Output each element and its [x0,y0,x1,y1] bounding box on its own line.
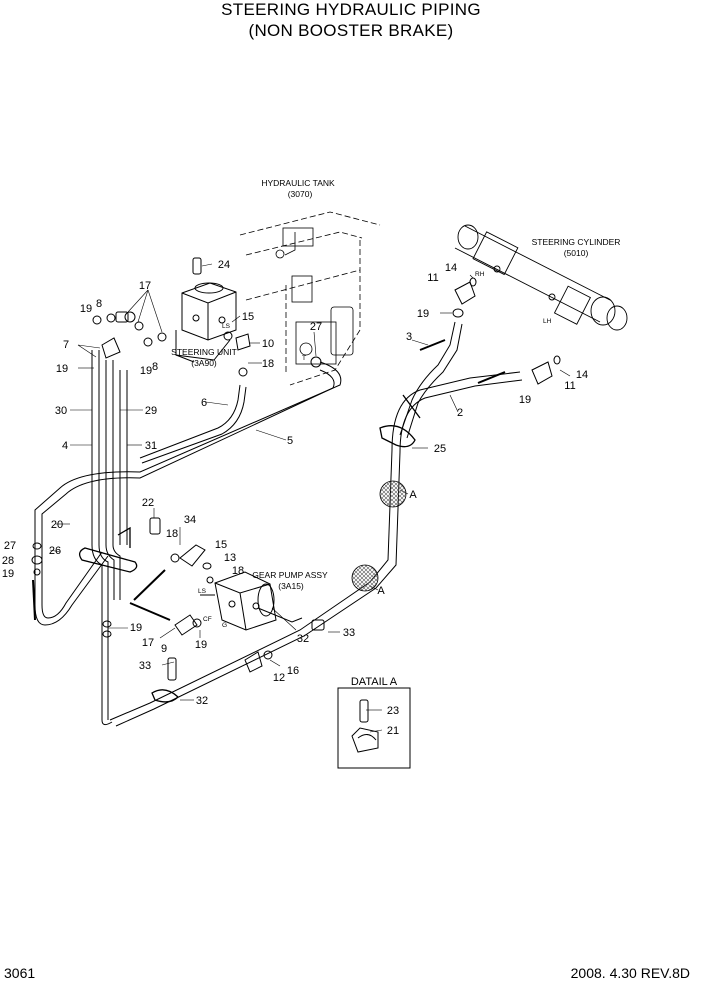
port-t: T [302,355,306,362]
gear-pump [200,571,303,631]
hydraulic-tank [239,211,381,386]
callout-20: 20 [51,519,63,531]
detail-a-title: DATAIL A [351,676,398,688]
callout-30: 30 [55,405,67,417]
callout-17: 17 [139,280,151,292]
callout-34: 34 [184,514,196,526]
callout-22: 22 [142,497,154,509]
clamps [78,394,421,703]
callout-a: A [377,585,385,597]
callout-27: 27 [4,540,16,552]
pipe-6 [139,384,241,459]
callout-32: 32 [196,695,208,707]
callout-23: 23 [387,705,399,717]
callout-19: 19 [195,639,207,651]
revision-date: 2008. 4.30 REV.8D [570,965,690,981]
callout-31: 31 [145,440,157,452]
port-cf: CF [203,616,212,623]
steering-cylinder [454,224,628,331]
detail-a-marker-upper [379,480,407,508]
callout-8: 8 [96,298,102,310]
callout-15: 15 [215,539,227,551]
callout-14: 14 [576,369,588,381]
callout-26: 26 [49,545,61,557]
callout-19: 19 [130,622,142,634]
callout-15: 15 [242,311,254,323]
callout-17: 17 [142,637,154,649]
callout-13: 13 [224,552,236,564]
callout-a: A [409,489,417,501]
orings [31,257,561,681]
callout-33: 33 [343,627,355,639]
callout-19: 19 [417,308,429,320]
callout-14: 14 [445,262,457,274]
callout-18: 18 [166,528,178,540]
steering-unit [175,282,237,363]
hydraulic-tank-code: (3070) [288,189,313,199]
callout-19: 19 [519,394,531,406]
callout-3: 3 [406,331,412,343]
callout-7: 7 [63,339,69,351]
tank-fittings [275,227,354,365]
detail-a-marker-lower [351,564,379,592]
port-ls-unit: LS [222,323,231,330]
port-rh: RH [475,271,485,278]
steering-unit-label: STEERING UNIT [171,347,237,357]
gear-pump-code: (3A15) [278,581,304,591]
callout-21: 21 [387,725,399,737]
steering-cylinder-code: (5010) [564,248,589,258]
callout-33: 33 [139,660,151,672]
detail-a-parts [351,699,379,753]
callout-6: 6 [201,397,207,409]
detail-a-box [337,687,411,769]
gear-pump-label: GEAR PUMP ASSY [252,570,328,580]
diagram-title-line2: (NON BOOSTER BRAKE) [248,21,454,40]
callout-18: 18 [262,358,274,370]
callout-19: 19 [140,365,152,377]
callout-5: 5 [287,435,293,447]
callout-19: 19 [56,363,68,375]
callout-19: 19 [80,303,92,315]
hydraulic-tank-label: HYDRAULIC TANK [261,178,335,188]
pipe-bundle-left [91,350,128,726]
steering-unit-code: (3A90) [191,358,217,368]
callout-32: 32 [297,633,309,645]
port-g: G [222,622,227,629]
pipe-5 [34,361,342,626]
steering-cylinder-label: STEERING CYLINDER [532,237,621,247]
callout-11: 11 [427,272,438,284]
callout-9: 9 [161,643,167,655]
port-ls-pump: LS [198,588,207,595]
callout-10: 10 [262,338,274,350]
callout-8: 8 [152,361,158,373]
callout-29: 29 [145,405,157,417]
callout-18: 18 [232,565,244,577]
callout-19: 19 [2,568,14,580]
diagram-title-line1: STEERING HYDRAULIC PIPING [221,0,481,19]
page-number: 3061 [4,965,36,981]
callout-28: 28 [2,555,14,567]
callout-4: 4 [62,440,68,452]
port-lh: LH [543,318,552,325]
callout-12: 12 [273,672,285,684]
callout-2: 2 [457,407,463,419]
callout-25: 25 [434,443,446,455]
callout-16: 16 [287,665,299,677]
callout-11: 11 [564,380,575,392]
callout-24: 24 [218,259,230,271]
leader-lines [49,263,571,733]
hoses [32,339,506,621]
pipe-cylinder-lines [109,321,523,727]
callout-27: 27 [310,321,322,333]
